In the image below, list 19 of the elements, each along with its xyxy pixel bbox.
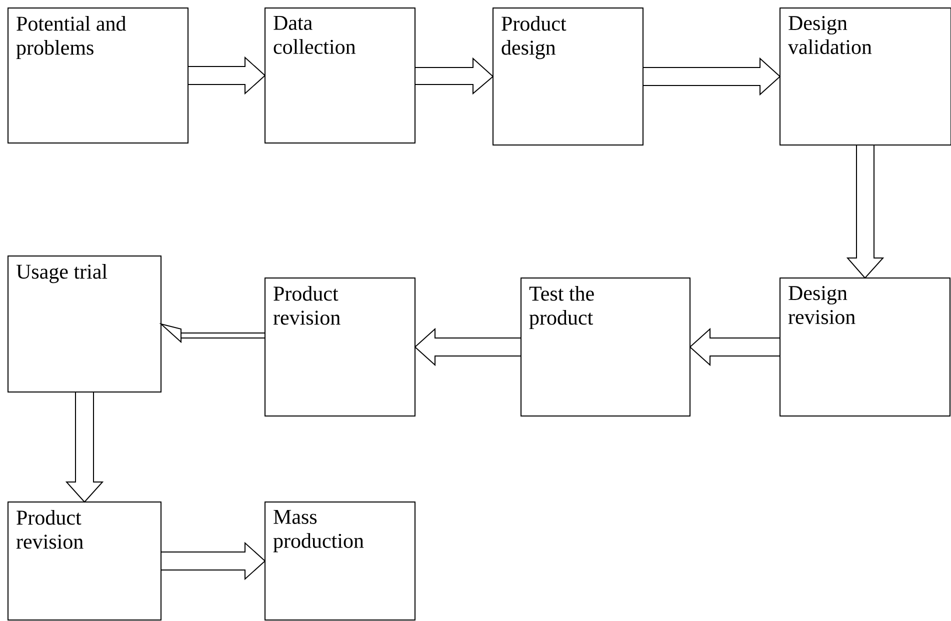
process-box: Data collection (264, 8, 416, 144)
block-arrow (160, 542, 266, 580)
process-box: Product revision (8, 502, 162, 620)
process-box: Design validation (780, 8, 951, 146)
block-arrow (65, 392, 104, 503)
block-arrow (846, 144, 884, 279)
block-arrow (642, 57, 781, 96)
process-box: Product design (492, 8, 644, 146)
block-arrow (689, 328, 780, 366)
process-box: Potential and problems (8, 8, 188, 144)
block-arrow (188, 56, 266, 95)
process-box: Mass production (264, 502, 416, 620)
block-arrow (414, 57, 494, 95)
block-arrow (159, 323, 266, 348)
process-box: Design revision (780, 278, 950, 416)
block-arrow (414, 328, 522, 366)
process-box: Product revision (264, 278, 416, 416)
process-box: Usage trial (8, 256, 162, 392)
process-box: Test the product (520, 278, 690, 416)
